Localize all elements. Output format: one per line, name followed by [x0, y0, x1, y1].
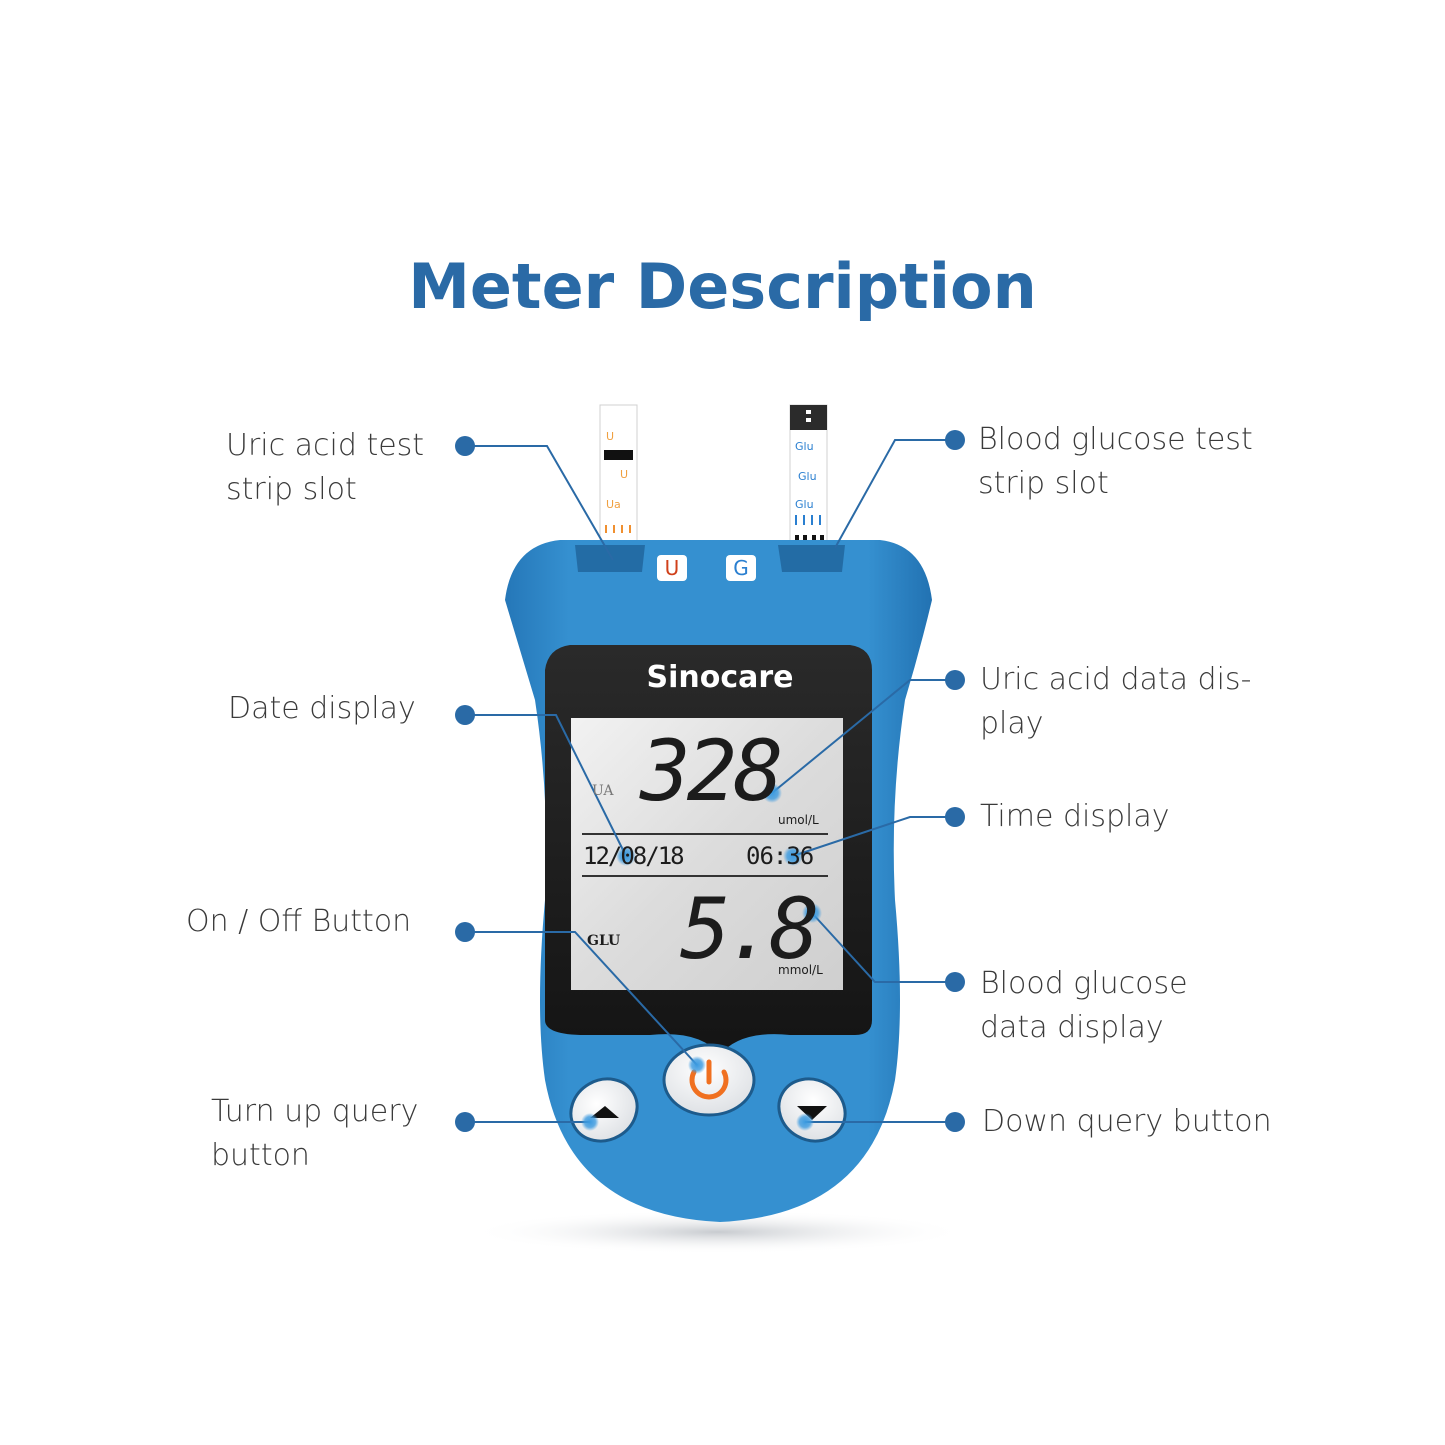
- date-value: 12/08/18: [583, 842, 685, 870]
- callout-time-display: Time display: [980, 799, 1170, 834]
- svg-text:U: U: [620, 468, 628, 481]
- callout-date-display: Date display: [228, 691, 416, 726]
- glucose-slot-badge: G: [726, 555, 756, 581]
- time-value: 06:36: [746, 842, 814, 870]
- down-triangle-icon: [797, 1106, 827, 1120]
- up-triangle-icon: [590, 1106, 619, 1118]
- callout-down-query-button: Down query button: [982, 1104, 1272, 1139]
- ua-label: UA: [592, 783, 614, 799]
- brand-logo: Sinocare: [646, 660, 794, 695]
- glu-unit: mmol/L: [778, 963, 823, 977]
- callout-dots: [455, 430, 965, 1132]
- glu-label: GLU: [587, 933, 621, 949]
- ua-unit: umol/L: [778, 813, 819, 827]
- power-icon: [689, 1059, 729, 1100]
- callout-glucose-data: Blood glucose data display: [980, 966, 1188, 1045]
- callout-uric-acid-slot: Uric acid test strip slot: [226, 428, 425, 507]
- svg-text:Glu: Glu: [795, 498, 814, 511]
- svg-text:Glu: Glu: [795, 440, 814, 453]
- glu-value: 5.8: [680, 880, 820, 978]
- callout-on-off-button: On / Off Button: [186, 904, 412, 939]
- uric-slot-badge: U: [657, 555, 687, 581]
- leader-lines: [465, 439, 955, 1123]
- page-title: Meter Description: [408, 250, 1037, 323]
- svg-text:Ua: Ua: [606, 498, 621, 511]
- ua-value: 328: [640, 722, 784, 820]
- callout-glucose-slot: Blood glucose test strip slot: [978, 422, 1253, 501]
- svg-text:Glu: Glu: [798, 470, 817, 483]
- svg-text:U: U: [606, 430, 614, 443]
- callout-up-query-button: Turn up query button: [211, 1094, 419, 1173]
- callout-uric-acid-data: Uric acid data dis- play: [980, 662, 1252, 741]
